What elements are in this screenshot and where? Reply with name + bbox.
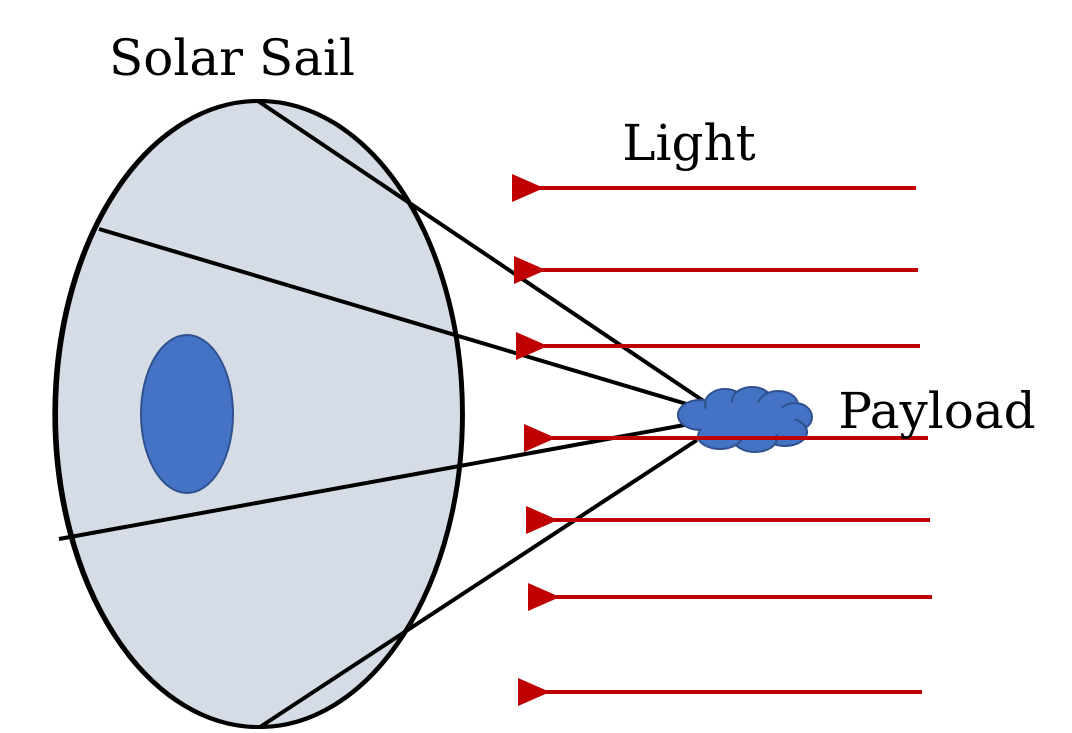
tether-upper: [98, 227, 691, 407]
tethers: [58, 99, 707, 729]
tether-top: [256, 99, 707, 404]
light-label: Light: [622, 114, 756, 172]
light-arrows: [512, 174, 932, 706]
tether-lower: [58, 422, 691, 541]
sail-center-spot: [140, 334, 234, 494]
solar-sail-label: Solar Sail: [109, 29, 355, 87]
tether-bottom: [258, 438, 699, 729]
payload-label: Payload: [838, 382, 1035, 440]
